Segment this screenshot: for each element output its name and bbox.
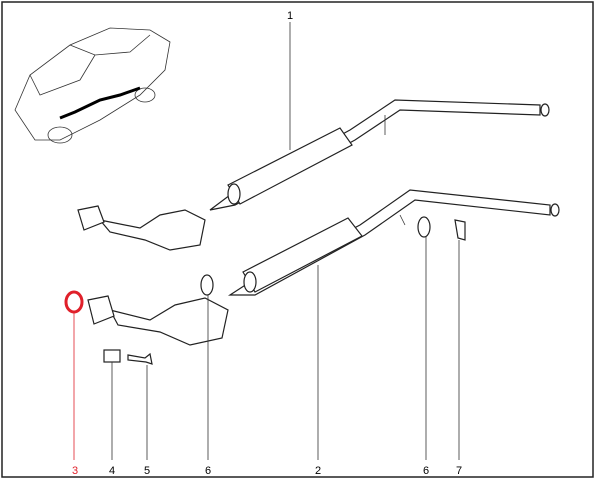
bolt-part-5 (127, 352, 153, 365)
hanger-part-6a (200, 274, 214, 296)
gasket-part-3 (64, 290, 84, 314)
callout-5[interactable]: 5 (144, 465, 150, 477)
hanger-part-6b (417, 216, 431, 238)
callout-6b[interactable]: 6 (423, 465, 429, 477)
callout-1: 1 (287, 10, 293, 22)
callout-7[interactable]: 7 (456, 465, 462, 477)
callout-6a[interactable]: 6 (205, 465, 211, 477)
callout-3[interactable]: 3 (72, 465, 78, 477)
callout-2[interactable]: 2 (315, 465, 321, 477)
spring-part-4 (103, 349, 121, 363)
exhaust-assembly-lower (87, 189, 560, 346)
bracket-part-7 (454, 219, 466, 241)
car-location-sketch (14, 27, 171, 144)
exhaust-assembly-upper (77, 99, 550, 251)
leader-lines (73, 22, 460, 460)
callout-4[interactable]: 4 (109, 465, 115, 477)
